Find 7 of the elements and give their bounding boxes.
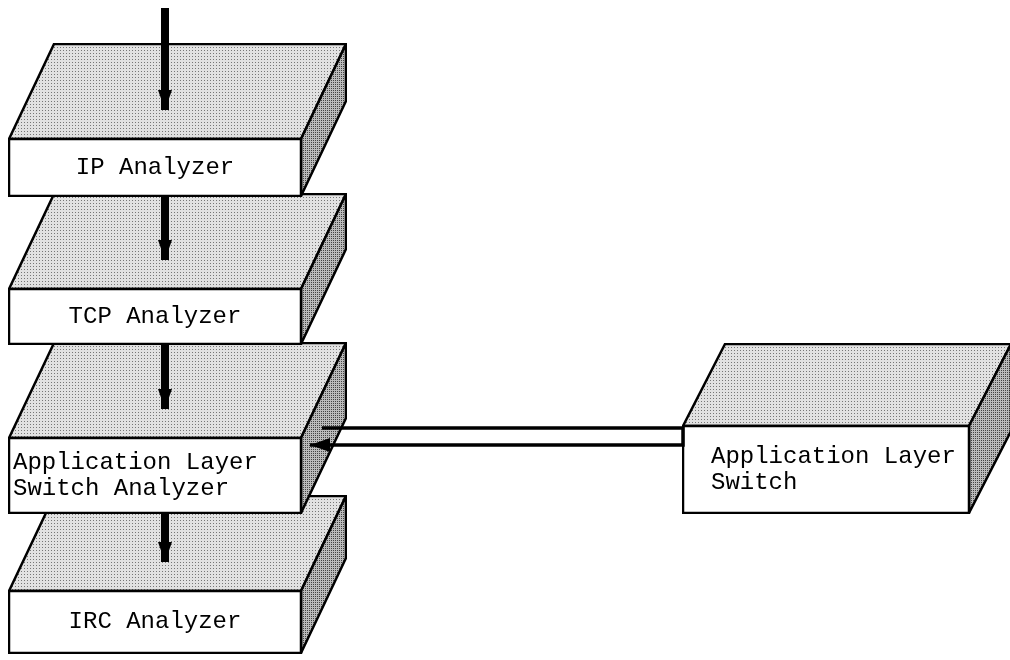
arrow	[158, 8, 172, 110]
double-line-arrow	[310, 426, 685, 452]
block-label: IP Analyzer	[75, 154, 235, 181]
block-label: IRC Analyzer	[68, 609, 242, 635]
block-label: TCP Analyzer	[68, 303, 242, 330]
block-label: Application Layer Switch Analyzer	[13, 449, 259, 502]
block-label: Application Layer Switch	[711, 443, 957, 496]
